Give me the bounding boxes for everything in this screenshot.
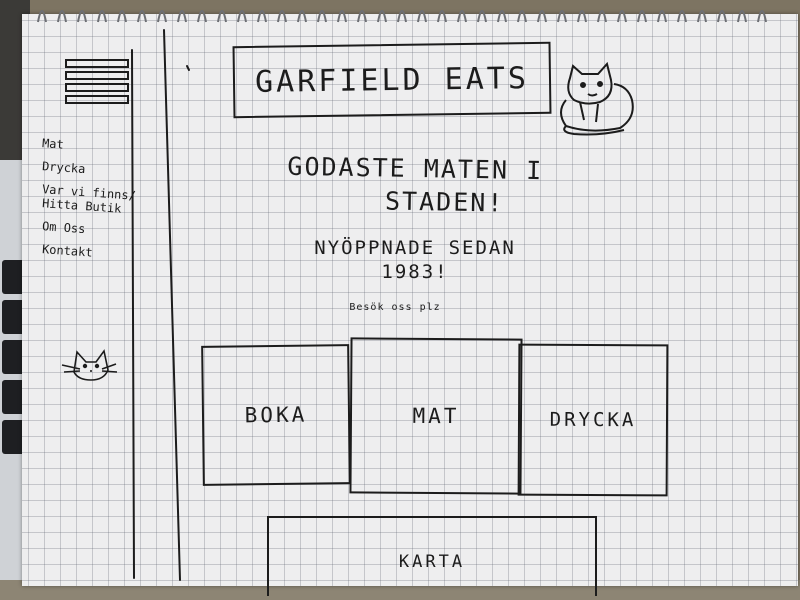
- hamburger-menu-icon[interactable]: [65, 59, 129, 104]
- karta-button[interactable]: KARTA: [267, 516, 597, 596]
- boka-label: BOKA: [244, 402, 308, 428]
- garfield-cat-icon: [560, 61, 634, 136]
- sidebar-nav: Mat Drycka Var vi finns/ Hitta Butik Om …: [41, 136, 152, 269]
- boka-button[interactable]: BOKA: [201, 344, 351, 486]
- sidebar-item-om-oss[interactable]: Om Oss: [41, 219, 86, 237]
- sketch-paper: [22, 14, 798, 586]
- mat-button[interactable]: MAT: [349, 337, 523, 495]
- hero-headline: GODASTE MATEN I STADEN!: [254, 149, 575, 221]
- site-title: GARFIELD EATS: [254, 60, 530, 100]
- hero-sub-line2: 1983!: [381, 261, 449, 283]
- hero-headline-line1: GODASTE MATEN I: [287, 151, 544, 186]
- hero-sub-line1: NYÖPPNADE SEDAN: [314, 237, 516, 259]
- cat-face-icon: [61, 349, 118, 381]
- hero-headline-line2: STADEN!: [384, 186, 505, 218]
- sidebar-border: [163, 29, 181, 581]
- sidebar-item-mat[interactable]: Mat: [41, 136, 65, 152]
- site-title-box: GARFIELD EATS: [232, 41, 552, 119]
- sidebar-item-drycka[interactable]: Drycka: [41, 159, 86, 177]
- spiral-binding: [37, 10, 767, 23]
- sidebar-divider: [131, 49, 135, 579]
- karta-label: KARTA: [398, 552, 466, 572]
- drycka-button[interactable]: DRYCKA: [517, 343, 669, 497]
- sidebar-item-kontakt[interactable]: Kontakt: [41, 242, 94, 260]
- mat-label: MAT: [412, 403, 460, 429]
- visit-us-text: Besök oss plz: [349, 302, 441, 313]
- hero-subheadline: NYÖPPNADE SEDAN 1983!: [270, 236, 560, 284]
- drycka-label: DRYCKA: [549, 408, 637, 432]
